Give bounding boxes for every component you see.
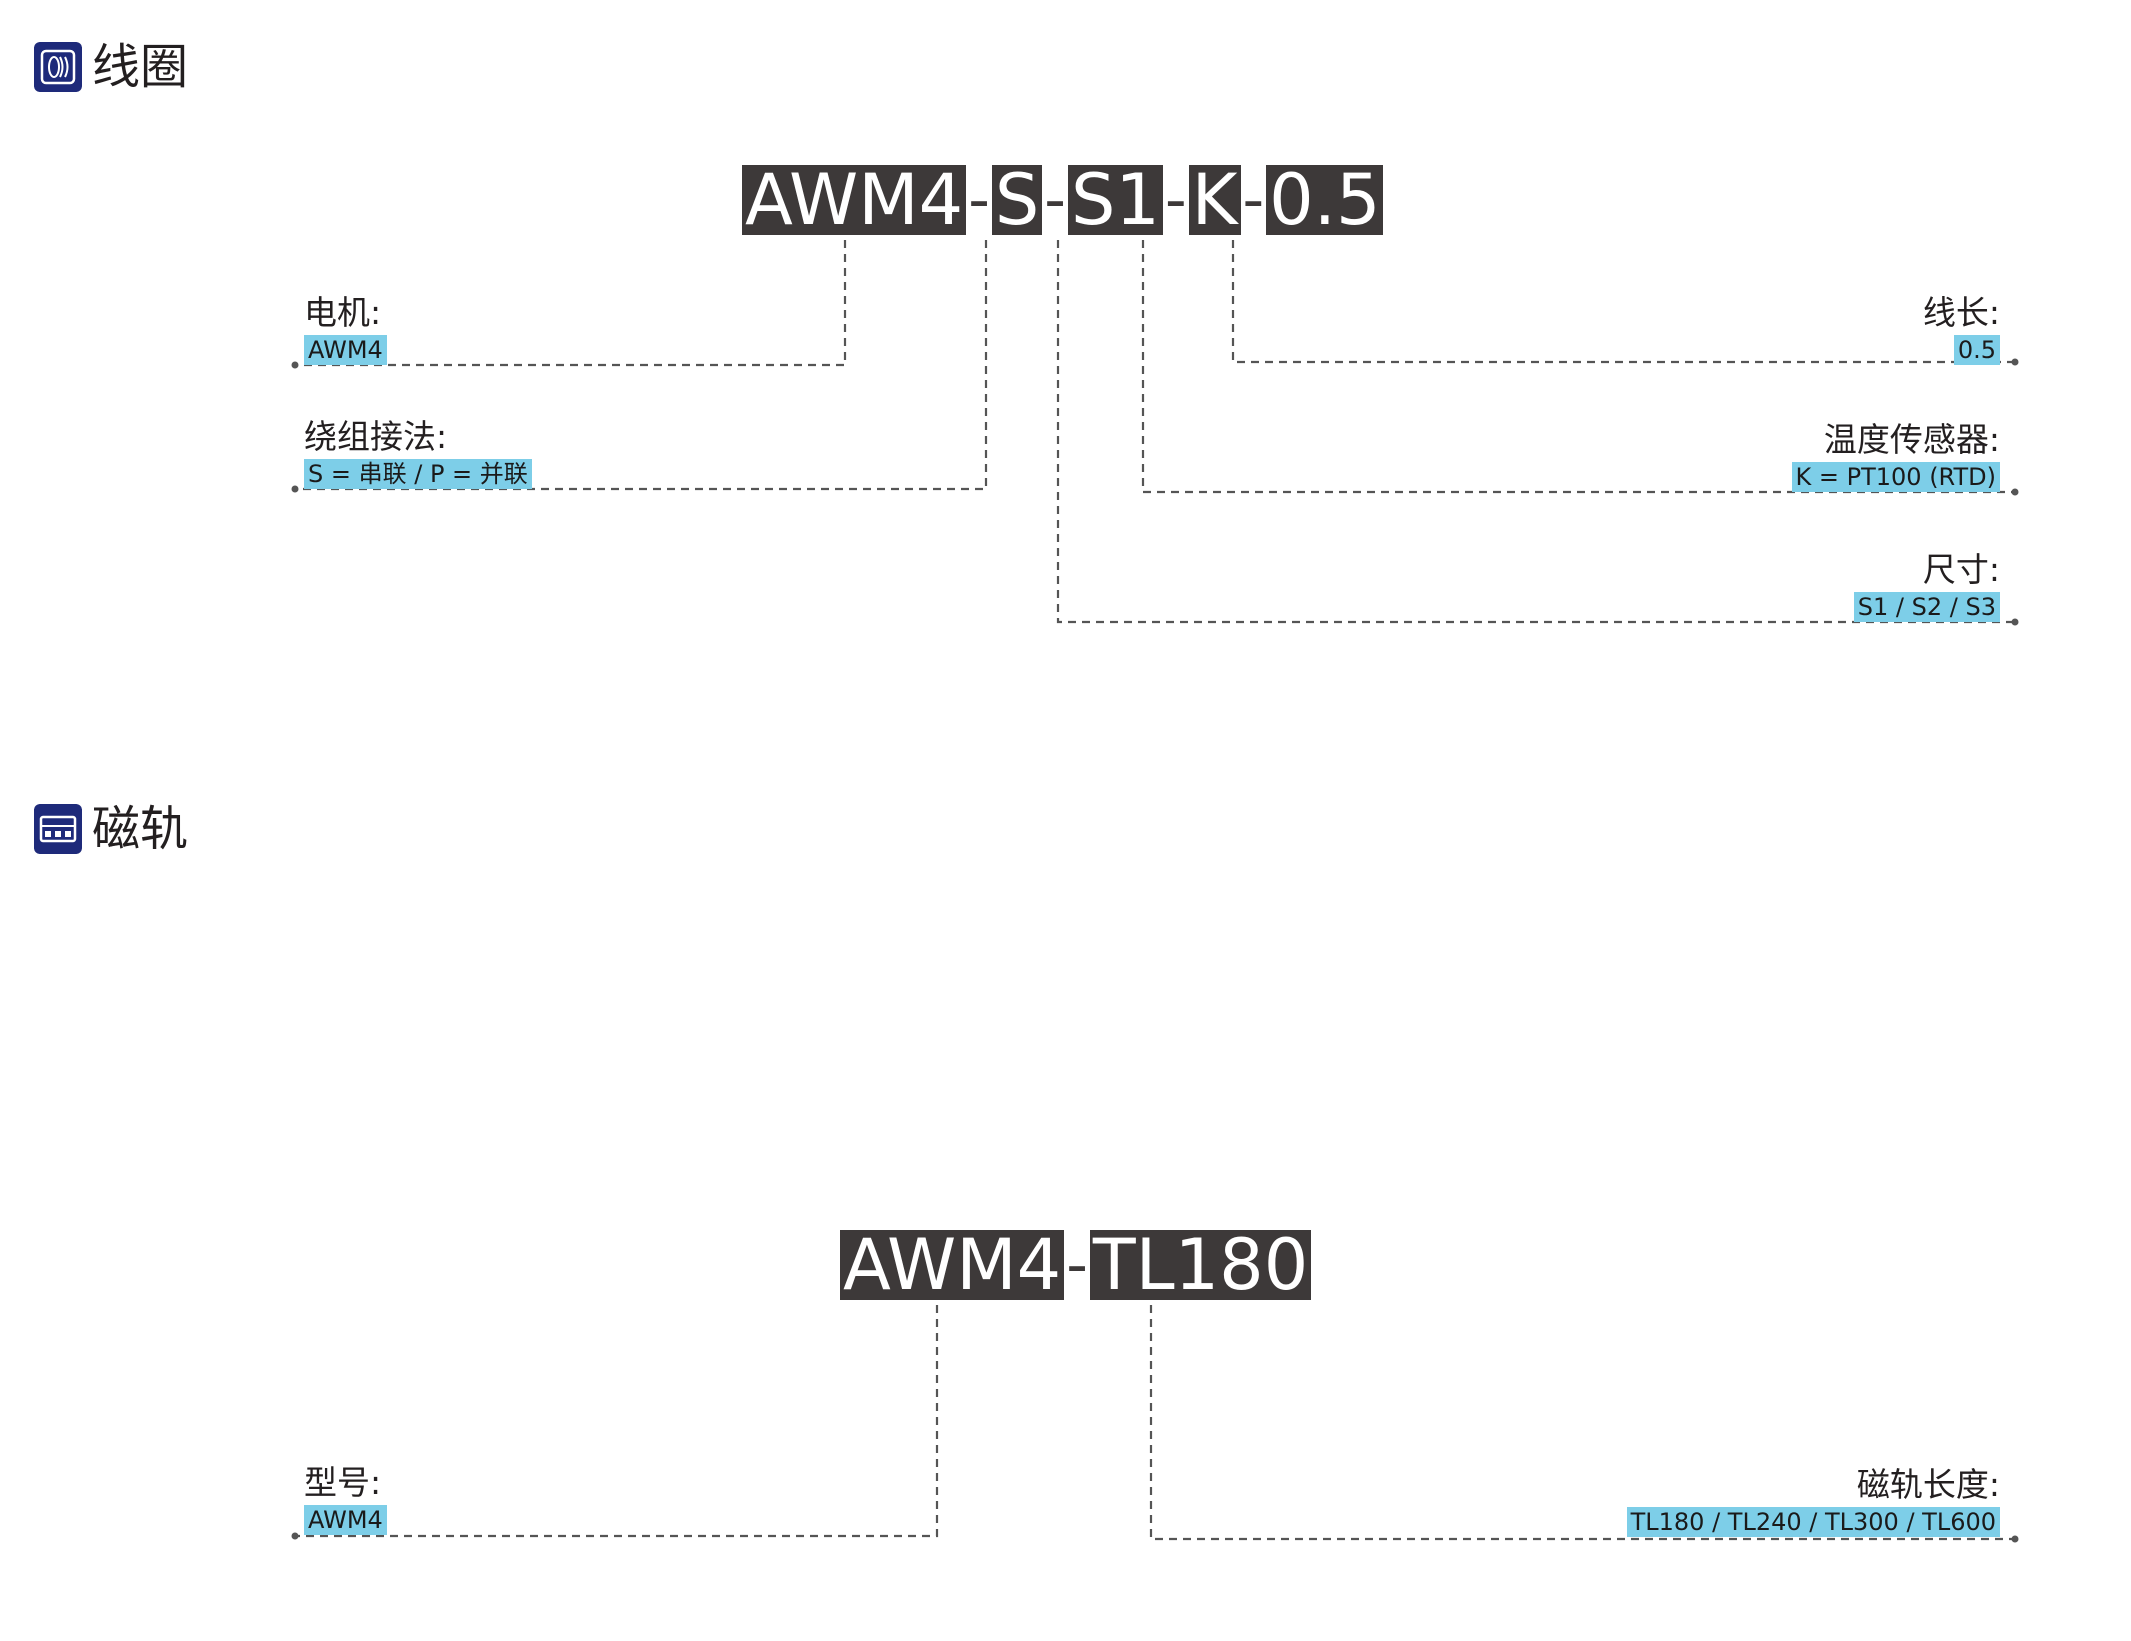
field-winding: 绕组接法: S = 串联 / P = 并联: [304, 417, 532, 489]
code-segment-size: S1: [1067, 165, 1163, 235]
endpoint-dot: [291, 485, 299, 493]
endpoint-dot: [2011, 358, 2019, 366]
field-length-value: 0.5: [1953, 335, 2000, 365]
field-sensor: 温度传感器: K = PT100 (RTD): [1791, 420, 2000, 492]
field-model: 型号: AWM4: [304, 1463, 387, 1535]
field-rail-length: 磁轨长度: TL180 / TL240 / TL300 / TL600: [1626, 1465, 2000, 1537]
code-segment-sensor: K: [1188, 165, 1241, 235]
field-model-label: 型号:: [304, 1463, 382, 1502]
field-sensor-label: 温度传感器:: [1823, 420, 2000, 459]
connector-model: [295, 1305, 939, 1538]
code-segment-rail-length: TL180: [1089, 1230, 1312, 1300]
connector-length: [1231, 240, 2012, 364]
field-winding-label: 绕组接法:: [304, 417, 448, 456]
field-length-label: 线长:: [1922, 293, 2000, 332]
field-rail-length-label: 磁轨长度:: [1856, 1465, 2000, 1504]
code-separator: -: [968, 165, 990, 235]
field-motor-value: AWM4: [304, 335, 387, 365]
coil-part-number: AWM4 - S - S1 - K - 0.5: [742, 165, 1384, 235]
rail-part-number: AWM4 - TL180: [840, 1230, 1312, 1300]
field-size-label: 尺寸:: [1922, 550, 2000, 589]
code-separator: -: [1242, 165, 1265, 235]
field-length: 线长: 0.5: [1923, 293, 2000, 365]
field-winding-value: S = 串联 / P = 并联: [304, 459, 532, 489]
field-motor: 电机: AWM4: [304, 293, 387, 365]
code-segment-model: AWM4: [840, 1230, 1065, 1300]
endpoint-dot: [291, 1532, 299, 1540]
coil-title-text: 线圈: [92, 39, 189, 95]
code-separator: -: [1066, 1230, 1088, 1300]
code-segment-length: 0.5: [1266, 165, 1384, 235]
code-separator: -: [1164, 165, 1187, 235]
code-separator: -: [1044, 165, 1066, 235]
endpoint-dot: [291, 361, 299, 369]
field-sensor-value: K = PT100 (RTD): [1791, 462, 2000, 492]
endpoint-dot: [2011, 618, 2019, 626]
rail-icon: [34, 804, 82, 854]
field-size: 尺寸: S1 / S2 / S3: [1853, 550, 2000, 622]
endpoint-dot: [2011, 1535, 2019, 1543]
rail-section-title: 磁轨: [34, 800, 188, 858]
field-rail-length-value: TL180 / TL240 / TL300 / TL600: [1626, 1507, 2000, 1537]
coil-icon: [34, 42, 82, 92]
field-model-value: AWM4: [304, 1505, 387, 1535]
field-size-value: S1 / S2 / S3: [1853, 592, 2000, 622]
code-segment-motor: AWM4: [742, 165, 967, 235]
rail-title-text: 磁轨: [92, 801, 189, 857]
endpoint-dot: [2011, 488, 2019, 496]
field-motor-label: 电机:: [304, 293, 382, 332]
coil-section-title: 线圈: [34, 38, 188, 96]
code-segment-winding: S: [991, 165, 1043, 235]
